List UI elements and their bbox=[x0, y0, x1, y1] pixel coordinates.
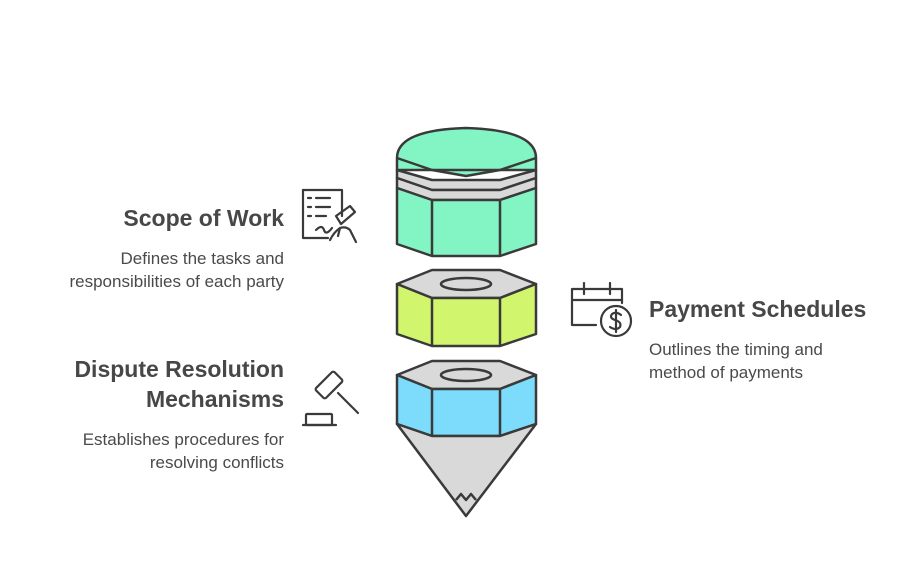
scope-of-work-desc-line2: responsibilities of each party bbox=[69, 272, 284, 291]
dispute-resolution-title-line1: Dispute Resolution bbox=[74, 356, 284, 382]
segment-scope-of-work bbox=[395, 126, 538, 258]
scope-of-work-title: Scope of Work bbox=[123, 205, 284, 231]
payment-schedules-title: Payment Schedules bbox=[649, 296, 867, 322]
segment-dispute-resolution bbox=[395, 359, 538, 518]
payment-schedules-block: Payment Schedules Outlines the timing an… bbox=[649, 294, 909, 384]
scope-of-work-desc-line1: Defines the tasks and bbox=[120, 249, 284, 268]
calendar-dollar-icon bbox=[570, 281, 633, 338]
payment-schedules-desc-line1: Outlines the timing and bbox=[649, 340, 823, 359]
dispute-resolution-title-line2: Mechanisms bbox=[145, 386, 284, 412]
payment-schedules-desc-line2: method of payments bbox=[649, 363, 804, 382]
segment-payment-schedules bbox=[395, 268, 538, 348]
dispute-resolution-block: Dispute Resolution Mechanisms Establishe… bbox=[40, 354, 284, 474]
contract-sign-icon bbox=[301, 188, 358, 244]
dispute-resolution-desc-line2: resolving conflicts bbox=[149, 453, 284, 472]
dispute-resolution-desc-line1: Establishes procedures for bbox=[82, 430, 284, 449]
gavel-icon bbox=[302, 370, 360, 427]
scope-of-work-block: Scope of Work Defines the tasks and resp… bbox=[40, 203, 284, 293]
